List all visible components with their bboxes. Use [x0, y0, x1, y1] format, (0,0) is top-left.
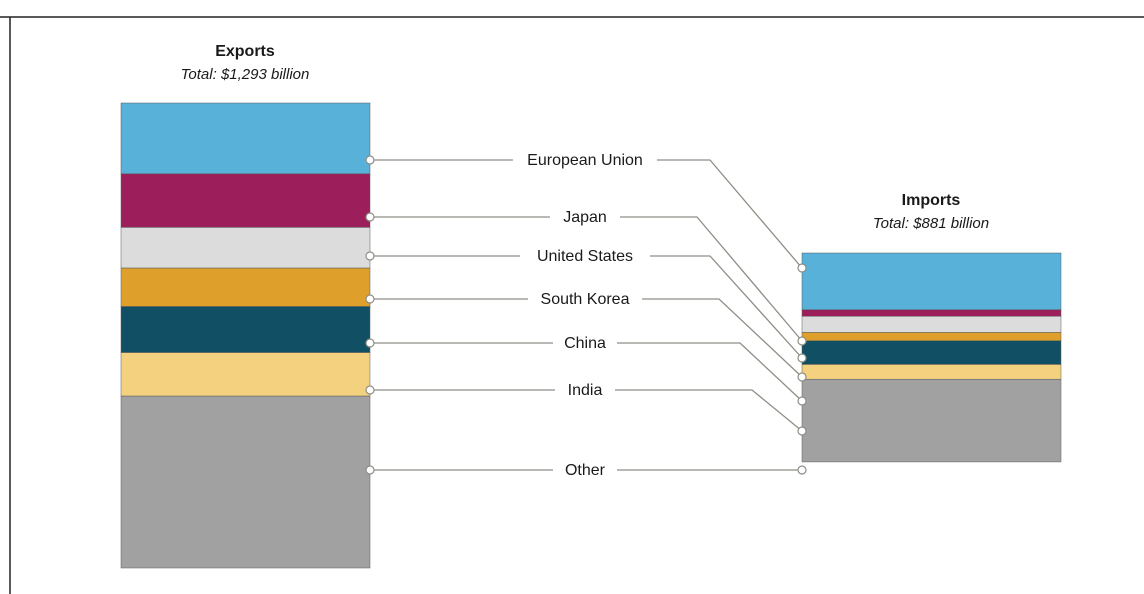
- imports-bar-south-korea: [801, 332, 1062, 342]
- exports-bar-united-states: [120, 227, 371, 269]
- imports-bar-other: [801, 378, 1062, 463]
- exports-title: Exports: [215, 43, 275, 60]
- label-south-korea: South Korea: [541, 291, 630, 308]
- leader-right-european-union: [657, 159, 803, 269]
- label-china: China: [564, 335, 606, 352]
- exports-bar-european-union: [120, 102, 371, 175]
- imports-bar-european-union: [801, 252, 1062, 311]
- exports-bar-other: [120, 395, 371, 569]
- label-india: India: [568, 382, 603, 399]
- label-japan: Japan: [563, 209, 607, 226]
- imports-dot-other: [797, 465, 807, 475]
- imports-dot-european-union: [797, 263, 807, 273]
- imports-dot-japan: [797, 336, 807, 346]
- imports-bar-united-states: [801, 316, 1062, 333]
- imports-bar-japan: [801, 309, 1062, 317]
- imports-bar-china: [801, 340, 1062, 365]
- label-european-union: European Union: [527, 152, 643, 169]
- imports-dot-china: [797, 396, 807, 406]
- imports-bar-india: [801, 364, 1062, 380]
- leader-lines: [365, 155, 807, 475]
- exports-dot-other: [365, 465, 375, 475]
- leader-right-india: [615, 389, 803, 432]
- imports-title: Imports: [902, 192, 961, 209]
- label-united-states: United States: [537, 248, 633, 265]
- exports-bar-japan: [120, 173, 371, 228]
- bar-segments: [120, 102, 1062, 569]
- imports-dot-india: [797, 426, 807, 436]
- exports-bar-india: [120, 352, 371, 397]
- exports-bar-china: [120, 306, 371, 353]
- leader-right-united-states: [650, 255, 803, 359]
- exports-dot-japan: [365, 212, 375, 222]
- leader-right-china: [617, 342, 803, 402]
- label-other: Other: [565, 462, 606, 479]
- imports-dot-south-korea: [797, 372, 807, 382]
- exports-subtitle: Total: $1,293 billion: [181, 66, 310, 83]
- leader-right-japan: [620, 216, 803, 342]
- exports-bar-south-korea: [120, 267, 371, 307]
- imports-subtitle: Total: $881 billion: [873, 215, 989, 232]
- imports-dot-united-states: [797, 353, 807, 363]
- leader-right-south-korea: [642, 298, 803, 378]
- exports-dot-united-states: [365, 251, 375, 261]
- exports-dot-south-korea: [365, 294, 375, 304]
- exports-dot-india: [365, 385, 375, 395]
- exports-dot-china: [365, 338, 375, 348]
- exports-dot-european-union: [365, 155, 375, 165]
